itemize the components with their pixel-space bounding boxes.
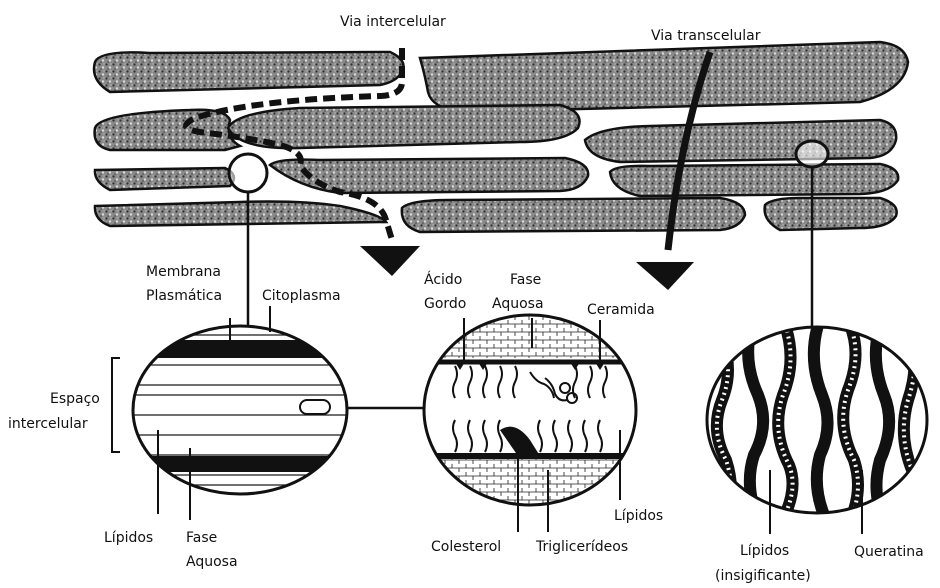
label-lipidos-right-line1: Lípidos	[740, 543, 789, 559]
detail-circle-left	[229, 154, 267, 192]
corneocyte	[610, 164, 898, 196]
label-espaco-line1: Espaço	[50, 391, 100, 407]
detail-circle-right	[796, 141, 828, 167]
label-colesterol: Colesterol	[431, 539, 501, 555]
label-trigliceridos: Triglicerídeos	[535, 539, 628, 555]
corneocyte	[420, 42, 908, 112]
label-via-intercelular: Via intercelular	[340, 14, 446, 30]
label-queratina: Queratina	[854, 544, 924, 560]
label-acido-line2: Gordo	[424, 296, 466, 312]
label-membrana-line1: Membrana	[146, 264, 221, 280]
label-via-transcelular: Via transcelular	[651, 28, 761, 44]
label-acido-line1: Ácido	[424, 271, 462, 288]
label-fase-aquosa-mid-line1: Fase	[510, 272, 541, 288]
corneocyte	[402, 198, 745, 232]
label-lipidos-left: Lípidos	[104, 530, 153, 546]
corneocyte	[94, 52, 404, 92]
corneocyte	[95, 202, 386, 227]
intercellular-arrowhead	[360, 246, 420, 276]
transcellular-arrowhead	[636, 262, 694, 290]
corneocyte	[765, 198, 897, 230]
label-fase-aquosa-left-line1: Fase	[186, 530, 217, 546]
label-fase-aquosa-left-line2: Aquosa	[186, 554, 238, 570]
label-lipidos-mid: Lípidos	[614, 508, 663, 524]
label-ceramida: Ceramida	[587, 302, 655, 318]
magnified-corneocyte	[700, 320, 930, 534]
corneocyte	[270, 158, 588, 193]
magnified-intercellular-space	[112, 306, 350, 520]
label-fase-aquosa-mid-line2: Aquosa	[492, 296, 544, 312]
corneocyte	[228, 105, 580, 148]
label-citoplasma: Citoplasma	[262, 288, 341, 304]
magnified-lipid-bilayer	[420, 310, 640, 532]
vesicle	[300, 400, 330, 414]
corneocyte	[585, 120, 896, 162]
label-membrana-line2: Plasmática	[146, 288, 222, 304]
label-espaco-line2: intercelular	[8, 416, 88, 432]
corneocyte	[95, 168, 234, 190]
label-lipidos-right-line2: (insigificante)	[715, 568, 811, 584]
corneocyte	[95, 110, 240, 150]
